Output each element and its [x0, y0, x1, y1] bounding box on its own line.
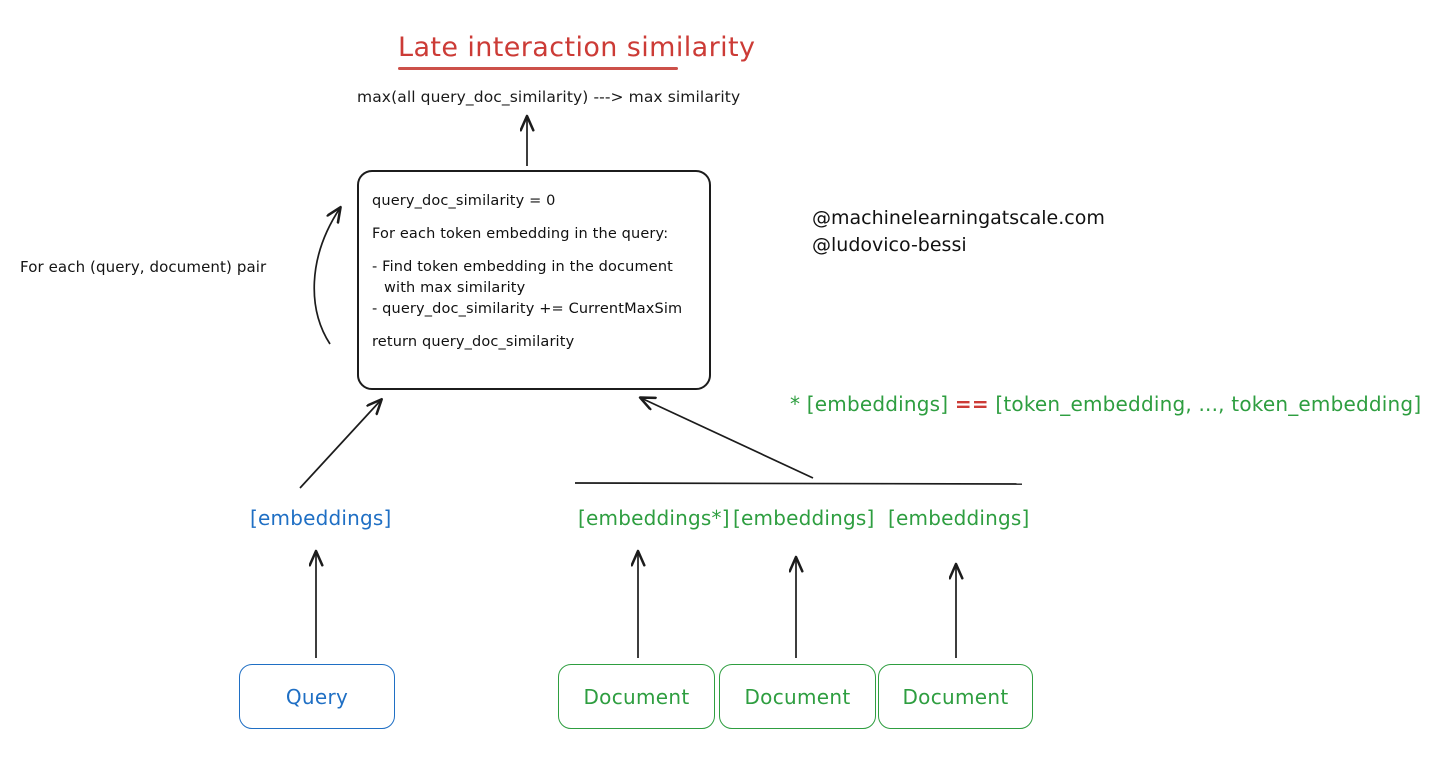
arrow-query-emb-to-box: [299, 400, 381, 489]
algo-line-bullet2: - query_doc_similarity += CurrentMaxSim: [372, 301, 683, 318]
for-each-pair-caption: For each (query, document) pair: [20, 258, 267, 276]
title-underline: [398, 67, 678, 70]
handle-site: @machinelearningatscale.com: [812, 207, 1105, 229]
arrow-doc-bracket-to-box: [641, 398, 814, 479]
algorithm-box: [357, 170, 711, 390]
document-box-1[interactable]: Document: [558, 664, 715, 729]
arrow-for-each-pair: [313, 208, 340, 345]
embeddings-legend: * [embeddings] == [token_embedding, ...,…: [790, 392, 1421, 416]
algo-spacer-2: [372, 245, 702, 257]
document-2-embeddings-label: [embeddings]: [733, 506, 875, 530]
query-box[interactable]: Query: [239, 664, 395, 729]
algo-spacer-3: [372, 320, 702, 332]
legend-prefix: * [embeddings]: [790, 392, 949, 416]
algo-line-bullet1-cont: with max similarity: [384, 280, 526, 297]
algo-line-bullet1: - Find token embedding in the document: [372, 259, 674, 276]
author-handles: @machinelearningatscale.com @ludovico-be…: [812, 205, 1105, 259]
algo-spacer-1: [372, 212, 702, 224]
algo-line-init: query_doc_similarity = 0: [372, 193, 556, 209]
document-box-3[interactable]: Document: [878, 664, 1033, 729]
handle-user: @ludovico-bessi: [812, 233, 967, 256]
document-3-embeddings-label: [embeddings]: [888, 506, 1030, 530]
query-embeddings-label: [embeddings]: [250, 506, 392, 530]
document-group-bracket: [574, 482, 1023, 485]
document-1-embeddings-label: [embeddings*]: [578, 506, 730, 530]
algo-line-for: For each token embedding in the query:: [372, 226, 669, 243]
max-similarity-formula: max(all query_doc_similarity) ---> max s…: [357, 88, 741, 106]
algo-line-return: return query_doc_similarity: [372, 334, 575, 351]
legend-equals-operator: ==: [954, 392, 989, 416]
algorithm-pseudocode: query_doc_similarity = 0 For each token …: [372, 191, 702, 353]
legend-suffix: [token_embedding, ..., token_embedding]: [995, 392, 1422, 416]
document-box-2[interactable]: Document: [719, 664, 876, 729]
page-title: Late interaction similarity: [398, 32, 756, 63]
